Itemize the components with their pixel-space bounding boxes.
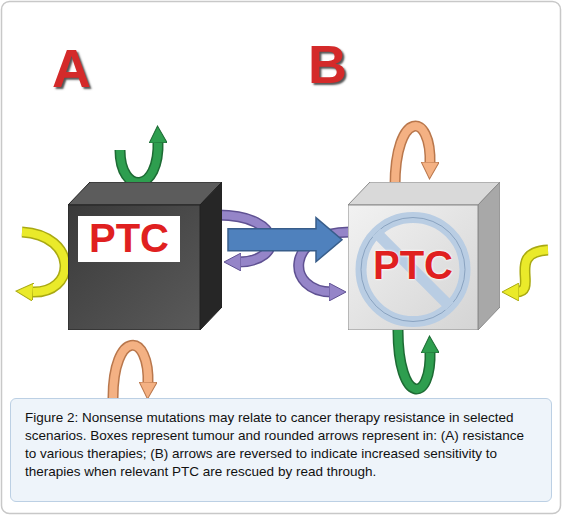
arrow-outline: [516, 250, 548, 292]
figure-caption: Figure 2: Nonsense mutations may relate …: [10, 398, 552, 502]
arrow-outline: [113, 345, 148, 398]
rounded-arrow: [120, 140, 158, 183]
arrow-outline: [120, 140, 158, 183]
arrow-outline: [22, 232, 65, 292]
block-arrow: [228, 218, 342, 262]
arrow-outline: [398, 330, 430, 389]
tumour-cube: PTC: [348, 182, 500, 330]
rounded-arrow: [395, 126, 430, 186]
cube-side-face: [478, 182, 500, 330]
ptc-label: PTC: [353, 243, 473, 287]
block-arrow-shape: [228, 218, 342, 262]
cube-side-face: [200, 182, 222, 330]
arrow-outline: [395, 126, 430, 186]
rounded-arrow: [113, 345, 148, 398]
rounded-arrow: [22, 232, 65, 292]
panel-letter: A: [52, 40, 91, 96]
cube-top-face: [68, 182, 222, 205]
cube-front-face: [348, 205, 478, 330]
panel-letter: B: [308, 36, 347, 92]
rounded-arrow: [516, 250, 548, 292]
rounded-arrow: [398, 330, 430, 389]
cube-front-face: [68, 205, 200, 330]
ptc-label: PTC: [78, 216, 180, 262]
tumour-cube: PTC: [68, 182, 222, 330]
cube-top-face: [348, 182, 500, 205]
